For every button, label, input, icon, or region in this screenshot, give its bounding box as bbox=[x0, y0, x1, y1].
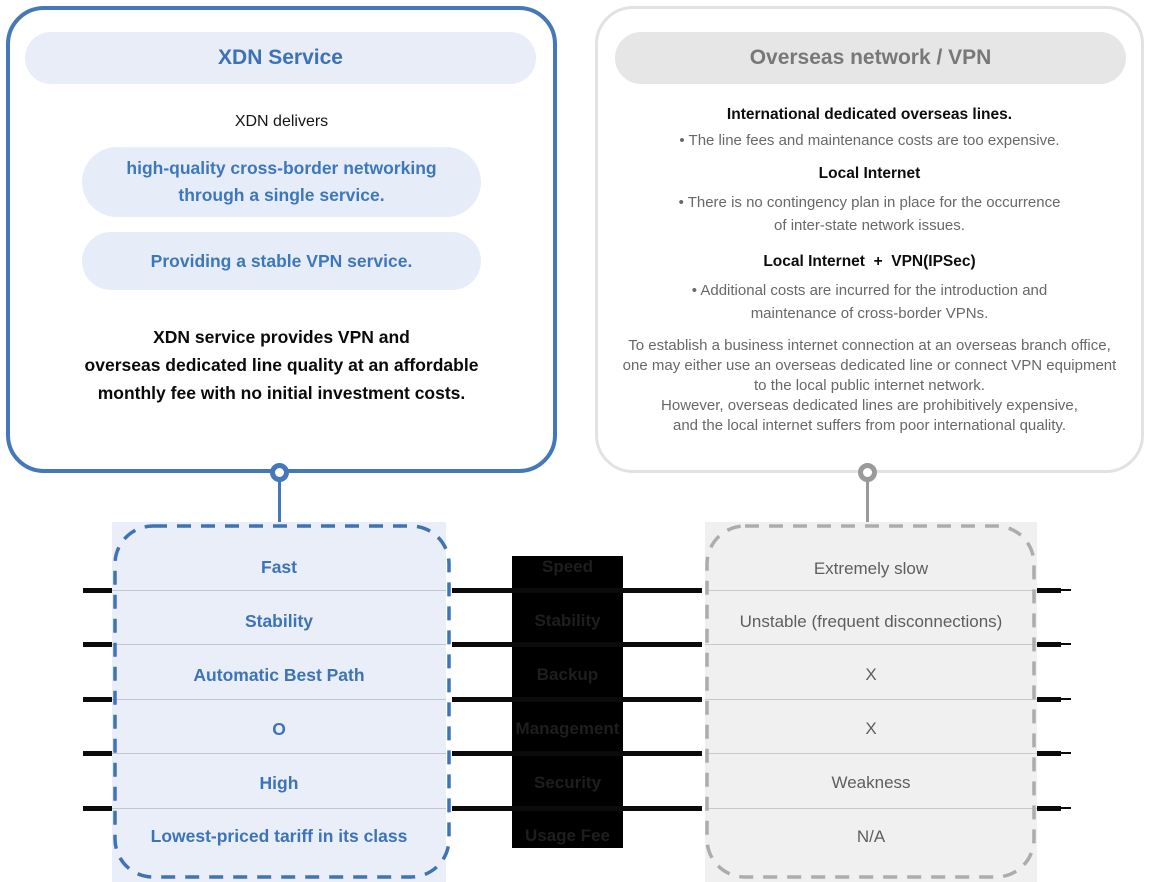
row-line bbox=[452, 697, 702, 702]
overseas-value-stability: Unstable (frequent disconnections) bbox=[739, 612, 1003, 631]
row-line bbox=[1037, 642, 1061, 647]
xdn-intro-text: XDN delivers bbox=[234, 113, 329, 130]
row-divider bbox=[112, 753, 446, 754]
row-divider bbox=[705, 808, 1037, 809]
criterion-security: Security bbox=[533, 773, 602, 792]
xdn-card-title: XDN Service bbox=[218, 46, 343, 69]
xdn-connector-line bbox=[278, 472, 281, 523]
xdn-value-speed: Fast bbox=[261, 557, 297, 577]
overseas-heading-local-internet: Local Internet bbox=[818, 165, 921, 182]
row-divider bbox=[112, 590, 446, 591]
overseas-vpn-card: Overseas network / VPN International ded… bbox=[595, 6, 1144, 473]
overseas-value-backup: X bbox=[865, 665, 877, 684]
row-line bbox=[1061, 698, 1071, 700]
overseas-value-security: Weakness bbox=[831, 773, 911, 792]
overseas-value-usage-fee: N/A bbox=[856, 827, 886, 846]
xdn-feature-2-text: Providing a stable VPN service. bbox=[150, 250, 413, 271]
overseas-heading-local-internet-vpn: Local Internet + VPN(IPSec) bbox=[763, 253, 976, 270]
row-divider bbox=[112, 644, 446, 645]
row-divider bbox=[112, 808, 446, 809]
overseas-value-management: X bbox=[865, 719, 877, 738]
overseas-value-speed: Extremely slow bbox=[813, 559, 929, 578]
row-divider bbox=[705, 590, 1037, 591]
overseas-description-paragraph: To establish a business internet connect… bbox=[622, 337, 1117, 434]
row-line bbox=[452, 806, 702, 811]
row-line bbox=[452, 588, 702, 593]
criterion-speed: Speed bbox=[541, 557, 594, 576]
row-line bbox=[1061, 807, 1071, 809]
row-divider bbox=[705, 753, 1037, 754]
overseas-connector-line bbox=[866, 472, 869, 523]
row-line bbox=[1037, 751, 1061, 756]
row-line bbox=[83, 751, 112, 756]
row-line bbox=[452, 751, 702, 756]
criterion-backup: Backup bbox=[536, 665, 599, 684]
xdn-value-backup: Automatic Best Path bbox=[193, 665, 365, 685]
xdn-value-usage-fee: Lowest-priced tariff in its class bbox=[150, 826, 408, 846]
overseas-bullet-dedicated-lines: • The line fees and maintenance costs ar… bbox=[679, 132, 1060, 149]
xdn-value-management: O bbox=[272, 719, 286, 739]
row-line bbox=[1061, 752, 1071, 754]
xdn-value-security: High bbox=[259, 773, 299, 793]
row-line bbox=[452, 642, 702, 647]
xdn-feature-1-text: high-quality cross-border networking thr… bbox=[126, 158, 437, 205]
criterion-usage-fee: Usage Fee bbox=[524, 826, 611, 845]
row-line bbox=[1061, 589, 1071, 591]
row-line bbox=[83, 588, 112, 593]
row-line bbox=[83, 642, 112, 647]
row-divider bbox=[705, 699, 1037, 700]
overseas-connector-node-icon bbox=[858, 463, 877, 482]
criterion-stability: Stability bbox=[534, 611, 601, 630]
xdn-connector-node-icon bbox=[270, 463, 289, 482]
row-divider bbox=[112, 699, 446, 700]
row-line bbox=[1037, 806, 1061, 811]
xdn-card-title-pill: XDN Service bbox=[25, 32, 536, 84]
criteria-column-background bbox=[512, 556, 623, 848]
xdn-feature-pill-2: Providing a stable VPN service. bbox=[82, 232, 481, 290]
xdn-value-stability: Stability bbox=[244, 611, 314, 631]
overseas-card-title: Overseas network / VPN bbox=[749, 46, 992, 69]
row-line bbox=[1037, 697, 1061, 702]
row-line bbox=[1061, 643, 1071, 645]
overseas-card-title-pill: Overseas network / VPN bbox=[615, 32, 1126, 84]
xdn-feature-pill-1: high-quality cross-border networking thr… bbox=[82, 147, 481, 217]
criterion-management: Management bbox=[515, 719, 620, 738]
row-line bbox=[83, 806, 112, 811]
xdn-summary-text: XDN service provides VPN and overseas de… bbox=[84, 327, 479, 403]
xdn-service-card: XDN Service XDN delivers high-quality cr… bbox=[6, 6, 557, 473]
row-line bbox=[83, 697, 112, 702]
overseas-bullet-local-internet: • There is no contingency plan in place … bbox=[678, 194, 1061, 234]
row-line bbox=[1037, 588, 1061, 593]
overseas-heading-dedicated-lines: International dedicated overseas lines. bbox=[726, 106, 1013, 123]
row-divider bbox=[705, 644, 1037, 645]
overseas-bullet-local-internet-vpn: • Additional costs are incurred for the … bbox=[691, 282, 1048, 322]
